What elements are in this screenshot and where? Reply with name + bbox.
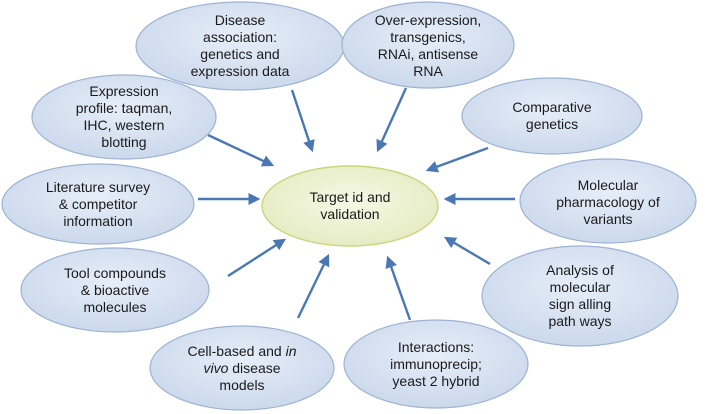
center-label: Target id and validation xyxy=(262,167,438,245)
node-expression-profile-ellipse xyxy=(31,74,217,160)
node-cell-based-models-ellipse xyxy=(149,325,335,411)
node-line: Expression xyxy=(89,83,159,99)
node-literature-survey-ellipse xyxy=(1,163,195,245)
node-line: RNA xyxy=(413,63,443,79)
node-line: sign alling xyxy=(548,296,612,312)
node-disease-association-label: Disease association: genetics and expres… xyxy=(150,0,330,92)
arrow-comparative-genetics xyxy=(425,146,489,173)
node-literature-survey-label: Literature survey & competitor informati… xyxy=(8,168,188,240)
node-line: Literature survey xyxy=(45,178,151,195)
node-comparative-genetics-ellipse xyxy=(461,77,643,155)
center-ellipse xyxy=(261,165,439,247)
node-interactions-label: Interactions: immunoprecip; yeast 2 hybr… xyxy=(352,322,520,406)
arrow-interactions xyxy=(385,255,412,321)
node-line: Cell-based and in xyxy=(187,342,297,359)
node-line: Over-expression, xyxy=(374,12,482,28)
node-line: molecules xyxy=(83,298,147,315)
node-tool-compounds-label: Tool compounds & bioactive molecules xyxy=(28,250,202,330)
center-line: validation xyxy=(320,206,380,222)
node-tool-compounds-ellipse xyxy=(20,247,210,333)
node-line: path ways xyxy=(548,313,612,329)
node-line: genetics xyxy=(525,116,579,132)
node-line: information xyxy=(63,212,133,229)
node-line: Disease xyxy=(214,12,266,28)
node-line: & competitor xyxy=(58,195,138,212)
node-line: models xyxy=(219,376,265,393)
node-line: genetics and xyxy=(200,46,280,62)
arrow-tool-compounds xyxy=(227,238,287,278)
node-line: profile: taqman, xyxy=(75,100,173,116)
node-line: transgenics, xyxy=(390,29,466,45)
arrow-disease-association xyxy=(290,89,315,153)
arrow-over-expression xyxy=(376,87,408,153)
node-line: RNAi, antisense xyxy=(377,46,479,62)
node-over-expression-label: Over-expression, transgenics, RNAi, anti… xyxy=(340,0,516,92)
node-line: association: xyxy=(203,29,277,45)
arrow-expression-profile xyxy=(207,133,275,167)
node-line: Tool compounds xyxy=(64,264,166,281)
node-interactions-ellipse xyxy=(343,319,529,409)
node-line: vivo disease xyxy=(203,359,281,376)
node-molecular-pharmacology-label: Molecular pharmacology of variants xyxy=(520,165,696,239)
node-line: Analysis of xyxy=(546,262,614,278)
node-line: expression data xyxy=(190,63,290,79)
node-comparative-genetics-label: Comparative genetics xyxy=(464,84,640,148)
node-line: molecular xyxy=(549,279,611,295)
node-analysis-signalling-ellipse xyxy=(481,245,679,347)
node-line: Molecular xyxy=(577,176,639,193)
arrow-cell-based-models xyxy=(296,253,330,319)
node-line: variants xyxy=(583,210,633,227)
node-line: & bioactive xyxy=(80,281,150,298)
node-line: pharmacology of xyxy=(556,193,660,210)
node-expression-profile-label: Expression profile: taqman, IHC, western… xyxy=(38,76,210,158)
node-line: blotting xyxy=(101,134,147,150)
node-molecular-pharmacology-ellipse xyxy=(519,158,697,244)
node-cell-based-models-label: Cell-based and in vivo disease models xyxy=(158,326,326,410)
node-over-expression-ellipse xyxy=(341,1,515,89)
node-line: Interactions: xyxy=(397,338,475,355)
node-line: yeast 2 hybrid xyxy=(392,372,480,389)
node-line: IHC, western xyxy=(83,117,165,133)
arrow-analysis-signalling xyxy=(443,236,491,266)
center-line: Target id and xyxy=(309,189,391,205)
node-line: immunoprecip; xyxy=(390,355,482,372)
node-line: Comparative xyxy=(512,99,592,115)
node-analysis-signalling-label: Analysis of molecular sign alling path w… xyxy=(488,250,672,342)
